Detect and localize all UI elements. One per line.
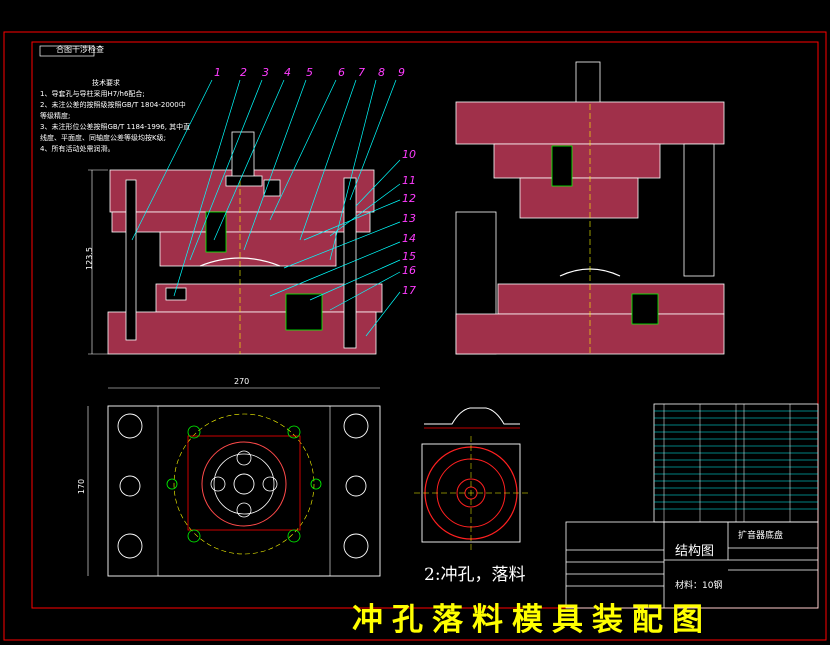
inner-border xyxy=(31,41,819,609)
header-box xyxy=(39,45,95,57)
technical-notes: 技术要求 1、导套孔与导柱采用H7/h6配合; 2、未注公差的按照级按照GB/T… xyxy=(40,78,190,155)
note-line: 3、未注形位公差按照GB/T 1184-1996, 其中直 xyxy=(40,123,191,131)
part-number-8: 8 xyxy=(378,66,385,79)
material-label: 材料：10钢 xyxy=(675,581,723,591)
depth-dimension: 170 xyxy=(77,478,87,495)
parts-list-table xyxy=(653,403,819,523)
process-label: 2:冲孔，落料 xyxy=(424,565,526,585)
height-dimension: 123.5 xyxy=(84,247,94,270)
part-number-1: 1 xyxy=(214,66,221,79)
note-line: 线度、平面度、同轴度公差等级均按K级; xyxy=(40,134,166,142)
width-dimension: 270 xyxy=(234,377,250,386)
part-number-10: 10 xyxy=(402,148,416,161)
part-number-7: 7 xyxy=(358,66,365,79)
part-view xyxy=(414,407,528,550)
part-number-11: 11 xyxy=(402,174,416,187)
part-number-2: 2 xyxy=(240,66,247,79)
note-line: 1、导套孔与导柱采用H7/h6配合; xyxy=(40,90,145,98)
note-line: 等级精度; xyxy=(40,112,71,120)
title-block xyxy=(565,521,819,609)
part-name: 扩音器底盘 xyxy=(738,531,784,541)
leader-lines xyxy=(131,79,401,337)
note-line: 2、未注公差的按照级按照GB/T 1804-2000中 xyxy=(40,101,186,109)
header-box-label: 合图干涉检查 xyxy=(56,45,104,54)
notes-heading: 技术要求 xyxy=(92,79,120,87)
part-number-5: 5 xyxy=(306,66,313,79)
part-number-13: 13 xyxy=(402,212,416,225)
top-plan-view xyxy=(87,387,381,577)
outer-border xyxy=(3,31,827,641)
part-number-6: 6 xyxy=(338,66,345,79)
note-line: 4、所有活动处需润滑。 xyxy=(40,145,115,153)
drawing-title: 结构图 xyxy=(675,544,715,559)
part-number-14: 14 xyxy=(402,232,416,245)
part-number-15: 15 xyxy=(402,250,416,263)
front-section-view xyxy=(88,131,383,355)
big-title: 冲孔落料模具装配图 xyxy=(352,602,712,638)
side-section-view xyxy=(455,61,725,355)
part-number-16: 16 xyxy=(402,264,416,277)
part-number-17: 17 xyxy=(402,284,416,297)
part-number-12: 12 xyxy=(402,192,416,205)
part-number-3: 3 xyxy=(262,66,269,79)
part-number-4: 4 xyxy=(284,66,291,79)
part-number-9: 9 xyxy=(398,66,405,79)
